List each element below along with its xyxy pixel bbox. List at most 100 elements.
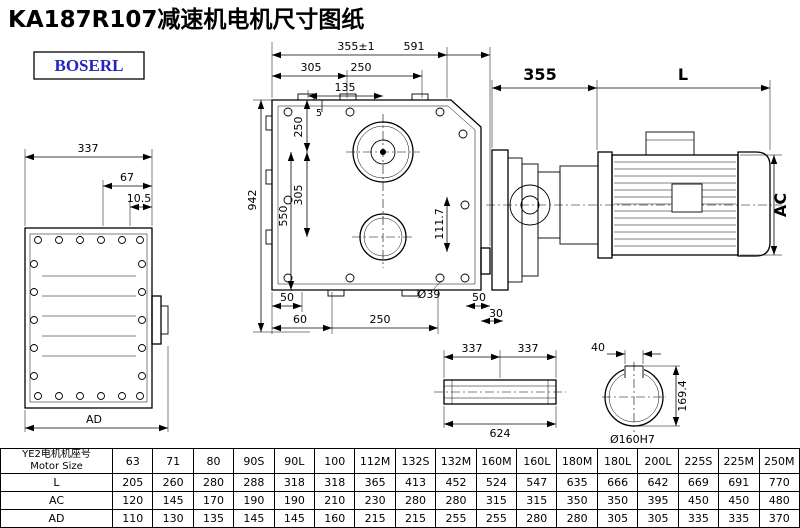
dim-AD-value: 215 <box>394 509 437 528</box>
dim-front-942: 942 <box>246 190 259 211</box>
motor-size-header-cell: 112M <box>354 448 396 474</box>
dim-bore-label: Ø160H7 <box>610 433 655 446</box>
dim-front-591: 591 <box>404 40 425 53</box>
dim-AC-value: 280 <box>435 491 477 510</box>
dim-AC-value: 480 <box>758 491 800 510</box>
dim-L-value: 280 <box>192 473 235 492</box>
motor-size-header-cell: 160M <box>475 448 518 474</box>
page-title: KA187R107减速机电机尺寸图纸 <box>8 6 364 33</box>
motor-size-header-cell: 90L <box>273 448 316 474</box>
dim-shaft-337a: 337 <box>462 342 483 355</box>
technical-drawing: KA187R107减速机电机尺寸图纸 BOSERL 337 67 <box>8 6 790 446</box>
lower-bore <box>352 213 414 261</box>
dim-AC-value: 450 <box>677 491 720 510</box>
dim-AC-value: 120 <box>111 491 154 510</box>
dim-L-value: 691 <box>718 473 760 492</box>
motor-size-header-cell: 225S <box>677 448 720 474</box>
shaft-view: 337 337 624 <box>434 342 566 440</box>
motor-size-header-cell: 200L <box>637 448 679 474</box>
dim-bore-40: 40 <box>591 341 605 354</box>
dim-front-111-7: 111.7 <box>433 208 446 240</box>
bore-view: 40 169.4 Ø160H7 <box>591 341 689 446</box>
dim-side-AC: AC <box>771 193 790 217</box>
dim-AD-value: 280 <box>556 509 598 528</box>
dim-side-355: 355 <box>523 65 556 84</box>
dim-AC-value: 210 <box>314 491 356 510</box>
motor-size-header-cell: 160L <box>516 448 558 474</box>
dim-L-value: 365 <box>354 473 396 492</box>
dim-AC-value: 350 <box>596 491 639 510</box>
dim-L-value: 547 <box>516 473 558 492</box>
dim-L-value: 413 <box>394 473 437 492</box>
corner-label-en: Motor Size <box>30 461 83 472</box>
dim-AD-value: 335 <box>677 509 720 528</box>
motor-size-header-cell: 132S <box>394 448 437 474</box>
dim-AD-value: 145 <box>233 509 275 528</box>
dim-AC-value: 350 <box>556 491 598 510</box>
dim-L-value: 318 <box>273 473 316 492</box>
bolt-holes-left-view <box>30 236 146 400</box>
output-bore <box>346 114 420 268</box>
reducer-side <box>491 149 599 291</box>
dim-front-50: 50 <box>280 291 294 304</box>
dim-front-250-bottom: 250 <box>370 313 391 326</box>
row-label-AC: AC <box>0 491 113 510</box>
motor-size-header-cell: 80 <box>192 448 235 474</box>
side-view: 355 L AC <box>486 65 790 291</box>
dim-AD-value: 135 <box>192 509 235 528</box>
left-view: 337 67 10.5 AD <box>24 142 169 432</box>
dim-AC-value: 315 <box>475 491 518 510</box>
motor-size-header-cell: 250M <box>758 448 800 474</box>
dim-front-250-top: 250 <box>351 61 372 74</box>
dim-front-60: 60 <box>293 313 307 326</box>
dim-AD-value: 255 <box>435 509 477 528</box>
terminal-box <box>645 131 695 156</box>
dim-front-5: 5 <box>316 108 322 119</box>
dim-L-value: 669 <box>677 473 720 492</box>
dim-AC-value: 315 <box>516 491 558 510</box>
dim-AC-value: 395 <box>637 491 679 510</box>
dim-L-value: 524 <box>475 473 518 492</box>
motor-nameplate <box>671 183 703 213</box>
dim-AD-value: 215 <box>354 509 396 528</box>
dim-L-value: 452 <box>435 473 477 492</box>
corner-label-cn: YE2电机机座号 <box>22 449 91 461</box>
dim-AC-value: 190 <box>233 491 275 510</box>
dim-AD-value: 255 <box>475 509 518 528</box>
dim-side-L: L <box>678 65 688 84</box>
dim-front-355tol: 355±1 <box>337 40 374 53</box>
motor-size-header-cell: 180L <box>596 448 639 474</box>
dim-front-30: 30 <box>489 307 503 320</box>
dim-front-305-left: 305 <box>292 185 305 206</box>
brand-logo-text: BOSERL <box>55 56 124 75</box>
dim-AC-value: 145 <box>152 491 194 510</box>
dim-front-d39: Ø39 <box>418 288 441 301</box>
bolt-holes-front-view <box>283 107 470 283</box>
table-corner-cell: YE2电机机座号 Motor Size <box>0 448 113 474</box>
front-view: 355±1 591 305 250 135 942 550 250 305 5 … <box>246 40 503 334</box>
motor-size-header-cell: 90S <box>233 448 275 474</box>
brand-logo: BOSERL <box>33 51 145 80</box>
motor-size-header-cell: 132M <box>435 448 477 474</box>
mounting-pads <box>265 93 429 297</box>
dim-shaft-337b: 337 <box>518 342 539 355</box>
motor-size-header-cell: 180M <box>556 448 598 474</box>
dim-L-value: 288 <box>233 473 275 492</box>
dim-AD-value: 110 <box>111 509 154 528</box>
dim-AD-value: 160 <box>314 509 356 528</box>
dim-L-value: 642 <box>637 473 679 492</box>
row-label-L: L <box>0 473 113 492</box>
dim-L-value: 205 <box>111 473 154 492</box>
dim-front-550: 550 <box>277 206 290 227</box>
fan-cowl <box>737 151 771 257</box>
dim-AD-value: 305 <box>596 509 639 528</box>
dim-AC-value: 450 <box>718 491 760 510</box>
dim-front-50b: 50 <box>472 291 486 304</box>
dim-AD-value: 280 <box>516 509 558 528</box>
dim-AD-value: 145 <box>273 509 316 528</box>
motor-side <box>597 131 771 259</box>
motor-size-header-cell: 100 <box>314 448 356 474</box>
